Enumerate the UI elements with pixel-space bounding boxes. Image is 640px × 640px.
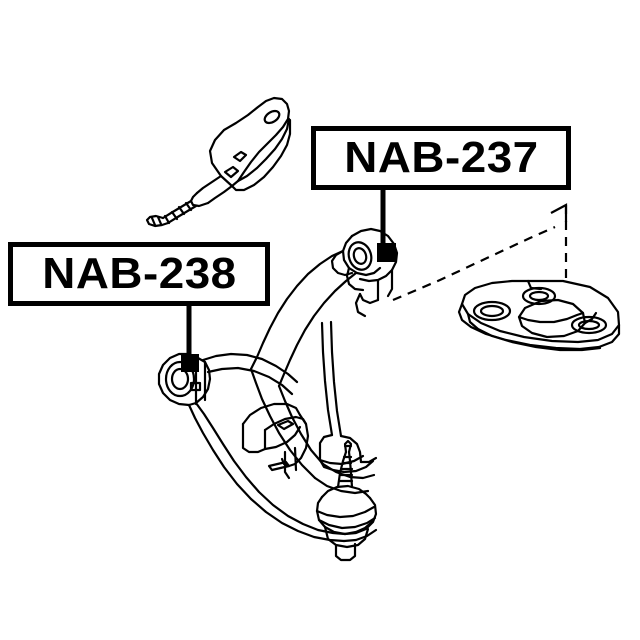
leader-line-nab-238	[181, 304, 199, 372]
callout-box-nab-237[interactable]: NAB-237	[311, 126, 571, 190]
dashed-reference-lines	[392, 205, 568, 302]
bushing-detail-part	[145, 96, 292, 228]
leader-marker-nab-237	[377, 243, 396, 262]
callout-label-nab-237: NAB-237	[343, 133, 539, 182]
callout-label-nab-238: NAB-238	[41, 249, 237, 298]
dashed-reference-corner	[550, 203, 568, 222]
ball-joint-part	[315, 439, 378, 562]
leader-marker-nab-238	[181, 354, 199, 372]
control-arm-part	[157, 227, 399, 543]
mounting-bracket-part	[457, 279, 621, 352]
callout-box-nab-238[interactable]: NAB-238	[8, 242, 270, 306]
leader-line-nab-237	[377, 188, 396, 262]
